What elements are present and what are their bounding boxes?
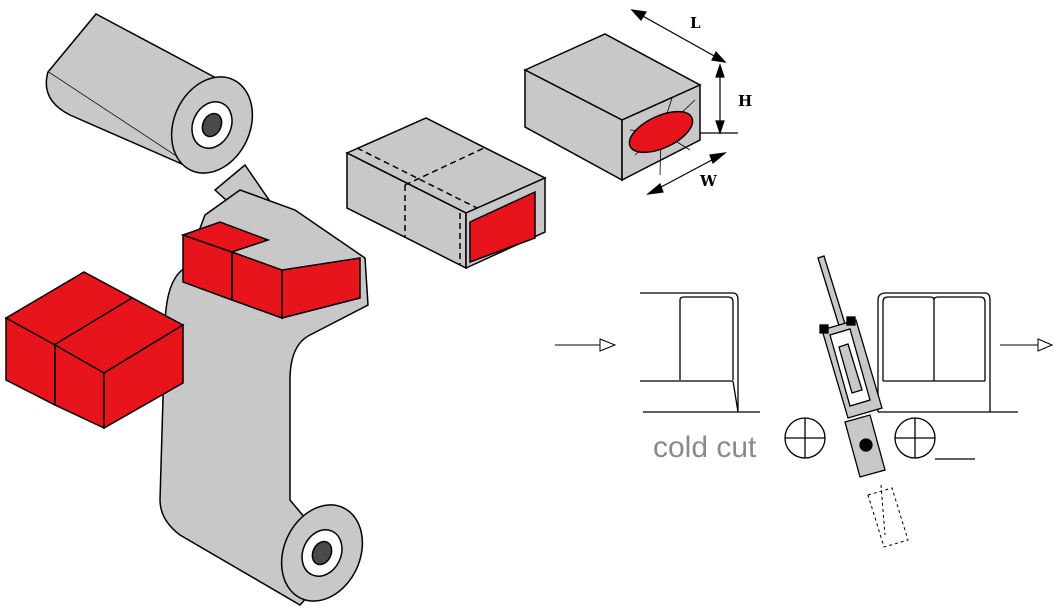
length-label: L bbox=[690, 14, 701, 32]
products-in-film bbox=[180, 221, 361, 320]
flow-arrow-out bbox=[1000, 338, 1053, 352]
cold-cut-label: cold cut bbox=[653, 431, 757, 464]
shrink-bullseye bbox=[628, 110, 694, 154]
width-label: W bbox=[699, 172, 718, 190]
blade-motion-indicator bbox=[867, 484, 909, 548]
dimension-lines bbox=[630, 9, 738, 195]
top-film-roll bbox=[45, 13, 347, 266]
wrapped-pack bbox=[345, 117, 547, 270]
pack-before-cut bbox=[640, 292, 760, 413]
flow-arrow-in bbox=[555, 338, 617, 352]
wrapped-pack-window bbox=[469, 190, 536, 264]
shrunk-pack bbox=[523, 33, 702, 182]
cut-roller-left bbox=[784, 417, 826, 459]
pack-after-cut bbox=[877, 292, 1018, 413]
product-side bbox=[103, 323, 184, 430]
cutting-blade bbox=[817, 255, 886, 478]
cut-roller-right bbox=[894, 417, 975, 460]
product-group-left bbox=[4, 271, 185, 430]
height-label: H bbox=[738, 92, 752, 110]
